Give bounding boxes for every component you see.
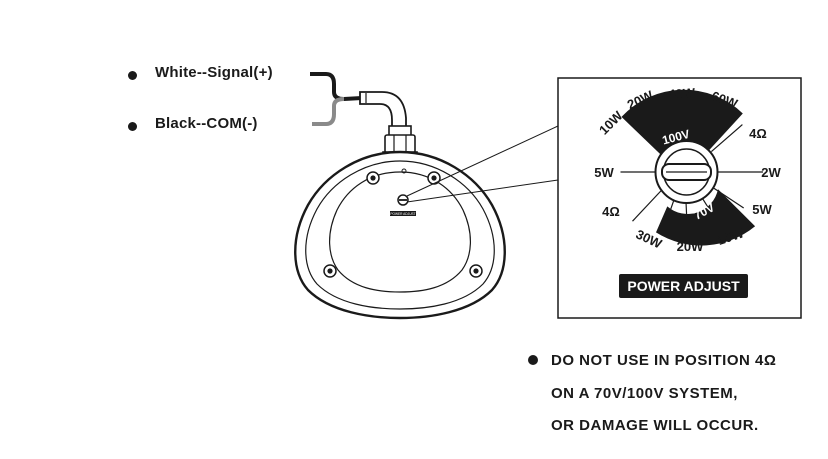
screw-bottom-left xyxy=(323,264,337,278)
screw-top-right xyxy=(427,171,441,185)
warning-bullet xyxy=(528,355,538,365)
black-wire xyxy=(312,97,345,126)
white-wire xyxy=(310,72,363,102)
warning-line-3: OR DAMAGE WILL OCCUR. xyxy=(551,417,759,434)
callout-line-top xyxy=(406,125,559,197)
small-plate-text: POWER ADJUST xyxy=(390,212,415,216)
warning-line-1: DO NOT USE IN POSITION 4Ω xyxy=(551,352,777,369)
black-wire-label: Black--COM(-) xyxy=(155,115,258,132)
power-selector-dial: 10W 20W 40W 60W 4Ω 2W 5W 10W 20W 30W 4Ω … xyxy=(594,85,781,254)
white-wire-label: White--Signal(+) xyxy=(155,64,273,81)
power-adjust-badge-text: POWER ADJUST xyxy=(627,278,740,294)
small-power-dial xyxy=(397,194,409,206)
dial-label-5w-right: 5W xyxy=(752,202,772,217)
dial-label-20w-bottom: 20W xyxy=(677,239,704,254)
dial-label-40w: 40W xyxy=(668,85,696,102)
band-70v xyxy=(656,189,756,246)
dial-label-5w-left: 5W xyxy=(594,165,614,180)
dial-knob xyxy=(654,140,719,204)
callout-line-bottom xyxy=(406,179,559,203)
dial-ticks xyxy=(620,96,763,234)
cable-jacket xyxy=(359,91,407,129)
screw-bottom-right xyxy=(469,264,483,278)
screw-top-left xyxy=(366,171,380,185)
speaker-body: POWER ADJUST xyxy=(294,150,506,320)
band-100v xyxy=(621,89,743,155)
black-wire-bullet xyxy=(128,122,137,131)
dial-label-4ohm-left: 4Ω xyxy=(602,204,620,219)
warning-line-2: ON A 70V/100V SYSTEM, xyxy=(551,385,738,402)
white-wire-bullet xyxy=(128,71,137,80)
power-adjust-badge xyxy=(619,274,748,298)
dial-label-4ohm-right: 4Ω xyxy=(749,126,767,141)
dial-label-2w: 2W xyxy=(761,165,781,180)
